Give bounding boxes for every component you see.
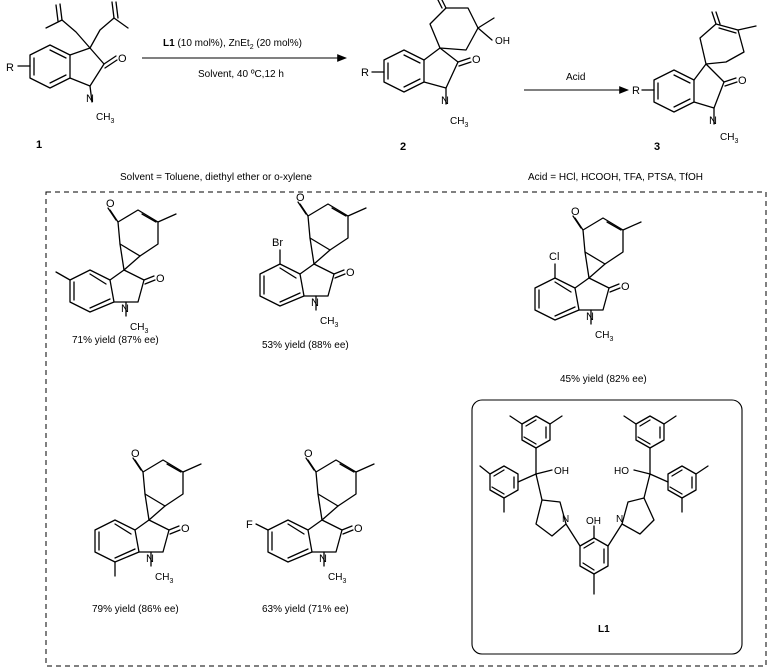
product-4-amide-o: O [181,523,190,535]
n-methyl-label-2: CH3 [450,116,468,129]
acid-note: Acid = HCl, HCOOH, TFA, PTSA, TfOH [528,172,703,183]
product-2-amide-o: O [346,267,355,279]
product-1-ch3: CH3 [130,322,148,335]
product-2-br: Br [272,237,283,249]
product-2-ketone-o: O [296,192,305,204]
product-4-n: N [146,553,154,565]
product-2-yield: 53% yield (88% ee) [262,340,349,351]
product-2-n: N [311,297,319,309]
reaction1-conditions: L1 (10 mol%), ZnEt2 (20 mol%) [163,38,302,51]
ligand-l1-label: L1 [598,624,610,635]
product-2-structure: Br O O N CH3 [259,192,367,329]
product-5-amide-o: O [354,523,363,535]
product-5-ketone-o: O [304,448,313,460]
compound-2-label: 2 [400,141,406,153]
substrate-scope-box [45,191,767,667]
r-group-label-2: R [361,67,369,79]
product-1-n: N [121,303,129,315]
n-label: N [86,93,94,105]
compound-3-structure [641,11,757,125]
product-3-ketone-o: O [571,206,580,218]
product-5-f: F [246,519,253,531]
carbonyl-o-label: O [118,53,127,65]
compound-1-structure [17,1,129,103]
r-group-label: R [6,62,14,74]
ligand-l1-structure [479,415,709,595]
n-methyl-label: CH3 [96,112,114,125]
product-3-yield: 45% yield (82% ee) [560,374,647,385]
reaction2-acid-label: Acid [566,72,585,83]
compound-2-structure [371,0,495,105]
n-label-2: N [441,95,449,107]
carbonyl-o-label-2: O [472,54,481,66]
ligand-box [471,399,743,655]
n-label-3: N [709,115,717,127]
product-4-ch3: CH3 [155,572,173,585]
product-4-ketone-o: O [131,448,140,460]
product-1-structure: O O N CH3 [55,198,177,335]
reaction1-solvent-temp: Solvent, 40 ºC,12 h [198,69,284,80]
product-3-n: N [586,311,594,323]
product-5-ch3: CH3 [328,572,346,585]
carbonyl-o-label-3: O [738,75,747,87]
product-4-structure: O O N CH3 [94,448,202,585]
product-5-n: N [319,553,327,565]
compound-3-label: 3 [654,141,660,153]
product-1-yield: 71% yield (87% ee) [72,335,159,346]
product-3-amide-o: O [621,281,630,293]
compound-1-label: 1 [36,139,42,151]
product-3-ch3: CH3 [595,330,613,343]
ligand-left-oh: OH [554,466,569,477]
product-4-yield: 79% yield (86% ee) [92,604,179,615]
product-5-yield: 63% yield (71% ee) [262,604,349,615]
ligand-right-n: N [616,514,623,525]
product-1-ketone-o: O [106,198,115,210]
hydroxyl-label-2: OH [495,36,510,47]
n-methyl-label-3: CH3 [720,132,738,145]
product-3-structure: Cl O O N CH3 [534,206,642,343]
product-5-structure: F O O N CH3 [246,448,375,585]
product-2-ch3: CH3 [320,316,338,329]
product-3-cl: Cl [549,251,559,263]
ligand-phenol-oh: OH [586,516,601,527]
product-1-amide-o: O [156,273,165,285]
r-group-label-3: R [632,85,640,97]
ligand-right-ho: HO [614,466,629,477]
ligand-left-n: N [562,514,569,525]
solvent-note: Solvent = Toluene, diethyl ether or o-xy… [120,172,312,183]
